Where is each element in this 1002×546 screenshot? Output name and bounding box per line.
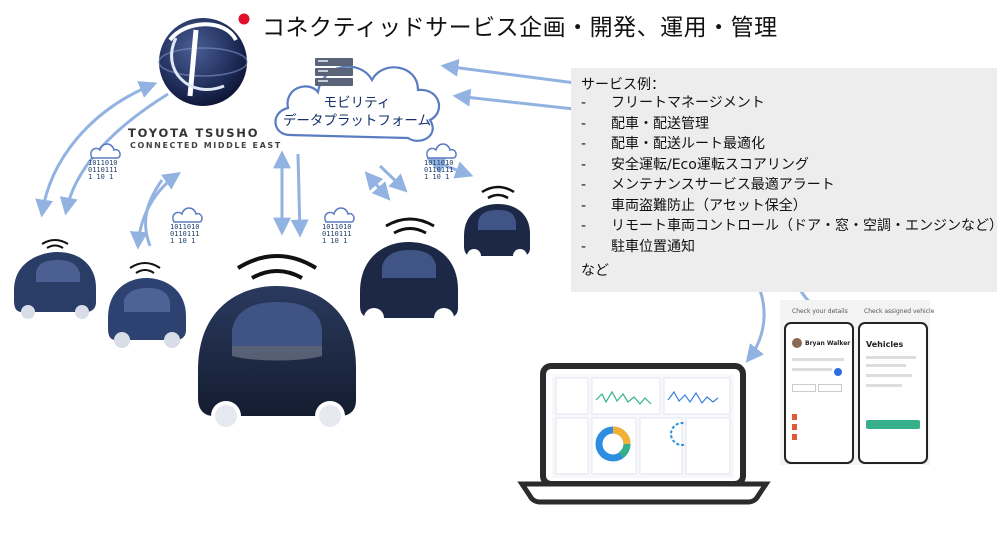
list-item: -駐車位置通知 bbox=[581, 238, 695, 255]
mobile-app-screenshots: Check your details Check assigned vehicl… bbox=[780, 300, 934, 465]
car-icon-4 bbox=[360, 217, 458, 328]
car-icon-2 bbox=[108, 262, 186, 348]
list-item: -安全運転/Eco運転スコアリング bbox=[581, 156, 809, 173]
list-item: -フリートマネージメント bbox=[581, 95, 765, 111]
list-item: -リモート車両コントロール（ドア・窓・空調・エンジンなど） bbox=[581, 218, 1002, 234]
service-list: -フリートマネージメント -配車・配送管理 -配車・配送ルート最適化 -安全運転… bbox=[581, 93, 1002, 257]
phone-screen-details: Bryan Walker bbox=[784, 322, 854, 464]
car-icon-3 bbox=[198, 254, 356, 431]
phone-screen-vehicle: Vehicles bbox=[858, 322, 928, 464]
service-examples-panel: サービス例： -フリートマネージメント -配車・配送管理 -配車・配送ルート最適… bbox=[571, 68, 1002, 292]
brand-subtitle: CONNECTED MIDDLE EAST bbox=[130, 141, 282, 150]
user-name: Bryan Walker bbox=[805, 340, 851, 347]
data-cloud-icons bbox=[90, 143, 457, 223]
server-icon bbox=[315, 58, 353, 86]
vehicles-title: Vehicles bbox=[866, 340, 904, 349]
car-icon-1 bbox=[14, 239, 96, 319]
service-examples-header: サービス例： bbox=[581, 77, 665, 93]
screen2-header: Check assigned vehicle bbox=[864, 308, 935, 315]
laptop-icon bbox=[517, 363, 771, 505]
cloud-icon bbox=[274, 65, 440, 142]
cloud-label-line2: データプラットフォーム bbox=[282, 113, 432, 129]
list-item: -車両盗難防止（アセット保全） bbox=[581, 197, 807, 214]
page-title: コネクティッドサービス企画・開発、運用・管理 bbox=[262, 15, 778, 41]
list-item: -配車・配送ルート最適化 bbox=[581, 136, 765, 152]
avatar bbox=[792, 338, 802, 348]
car-icon-5 bbox=[464, 185, 530, 263]
cloud-label: モビリティ データプラットフォーム bbox=[282, 94, 432, 130]
list-item: -メンテナンスサービス最適アラート bbox=[581, 177, 835, 193]
logo-globe-icon bbox=[158, 13, 250, 106]
list-item: -配車・配送管理 bbox=[581, 115, 709, 132]
confirm-vehicle-button[interactable] bbox=[866, 420, 920, 429]
service-examples-footer: など bbox=[581, 263, 609, 279]
screen1-header: Check your details bbox=[792, 308, 848, 315]
brand-name: TOYOTA TSUSHO bbox=[128, 126, 260, 140]
cloud-label-line1: モビリティ bbox=[323, 95, 391, 111]
